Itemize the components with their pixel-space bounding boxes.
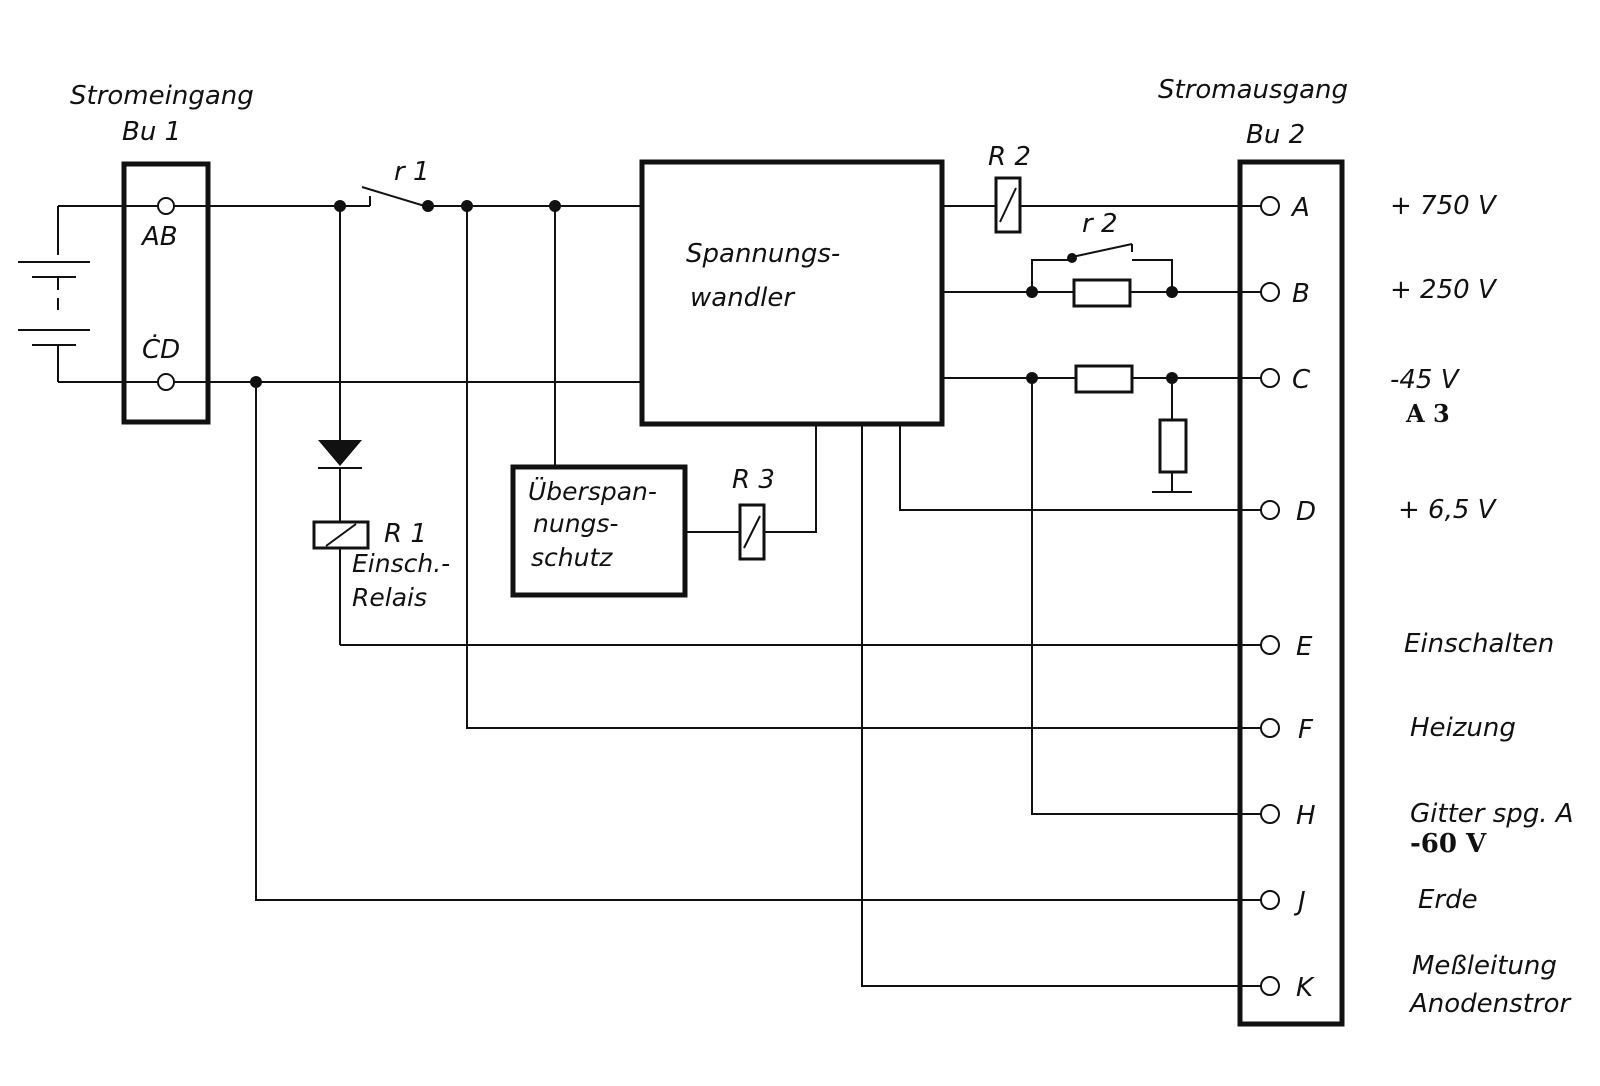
relay-r1-branch bbox=[312, 206, 1262, 646]
relay-r1-desc-1: Einsch.- bbox=[352, 549, 450, 578]
top-rail bbox=[174, 186, 640, 208]
pin-letter-e: E bbox=[1296, 632, 1313, 662]
output-connector-label: Bu 2 bbox=[1246, 120, 1305, 150]
pin-letter-d: D bbox=[1296, 497, 1316, 527]
output-connector-bu2 bbox=[1237, 159, 1345, 1027]
input-terminal-ab bbox=[157, 197, 175, 215]
output-line-a bbox=[944, 176, 1262, 234]
input-title: Stromeingang bbox=[70, 81, 254, 111]
pin-desc-d: + 6,5 V bbox=[1398, 495, 1498, 525]
pin-extra-h: -60 V bbox=[1410, 829, 1487, 859]
pin-extra-c: A 3 bbox=[1405, 399, 1450, 428]
junction bbox=[1166, 372, 1178, 384]
pin-letter-j: J bbox=[1293, 887, 1306, 917]
relay-r1-label: R 1 bbox=[384, 519, 427, 549]
output-terminal-k bbox=[1260, 976, 1280, 996]
pin-desc-c: -45 V bbox=[1390, 365, 1461, 395]
voltage-converter-box bbox=[639, 159, 945, 427]
converter-label-2: wandler bbox=[690, 283, 796, 313]
pin-letter-a: A bbox=[1290, 193, 1310, 223]
heizung-wire bbox=[466, 206, 1262, 729]
input-connector-bu1 bbox=[121, 161, 211, 425]
relay-r2-label: R 2 bbox=[988, 142, 1031, 172]
relay-r1-desc-2: Relais bbox=[352, 583, 427, 612]
output-terminal-d bbox=[1260, 500, 1280, 520]
pin-desc-b: + 250 V bbox=[1390, 275, 1498, 305]
pin-desc-h: Gitter spg. A bbox=[1410, 799, 1574, 829]
junction bbox=[422, 200, 434, 212]
pin-desc-a: + 750 V bbox=[1390, 191, 1498, 221]
input-connector-label: Bu 1 bbox=[122, 117, 181, 147]
output-terminal-j bbox=[1260, 890, 1280, 910]
converter-label-1: Spannungs- bbox=[686, 239, 840, 269]
output-line-h bbox=[1031, 378, 1262, 815]
pin-desc-f: Heizung bbox=[1410, 713, 1516, 743]
junction bbox=[1166, 286, 1178, 298]
pin-extra-k: Anodenstror bbox=[1408, 989, 1572, 1019]
output-terminal-a bbox=[1260, 196, 1280, 216]
erde-wire bbox=[255, 382, 1262, 901]
output-terminal-h bbox=[1260, 804, 1280, 824]
battery-symbol bbox=[18, 205, 158, 383]
pin-letter-c: C bbox=[1292, 365, 1311, 395]
protect-label-1: Überspan- bbox=[528, 477, 657, 506]
output-terminal-b bbox=[1260, 282, 1280, 302]
pin-desc-e: Einschalten bbox=[1404, 629, 1554, 659]
pin-letter-f: F bbox=[1298, 715, 1314, 745]
output-title: Stromausgang bbox=[1158, 75, 1348, 105]
switch-r1-label: r 1 bbox=[394, 157, 430, 187]
pin-letter-b: B bbox=[1292, 279, 1310, 309]
output-terminal-c bbox=[1260, 368, 1280, 388]
switch-r2-label: r 2 bbox=[1082, 209, 1118, 239]
protect-label-3: schutz bbox=[531, 543, 613, 572]
output-line-b bbox=[944, 243, 1262, 308]
relay-r3-label: R 3 bbox=[732, 465, 775, 495]
input-terminal-cd bbox=[157, 373, 175, 391]
output-terminal-f bbox=[1260, 718, 1280, 738]
input-pin-cd-label: ĊD bbox=[142, 333, 180, 365]
pin-desc-k: Meßleitung bbox=[1412, 951, 1557, 981]
protect-label-2: nungs- bbox=[533, 509, 618, 538]
input-pin-ab-label: AB bbox=[140, 222, 178, 252]
output-line-k bbox=[861, 424, 1262, 987]
pin-desc-j: Erde bbox=[1418, 885, 1478, 915]
switch-pivot bbox=[1067, 253, 1077, 263]
relay-r3 bbox=[685, 424, 817, 561]
diode-icon bbox=[318, 440, 362, 466]
pin-letter-k: K bbox=[1296, 973, 1315, 1003]
output-line-d bbox=[899, 424, 1262, 511]
junction bbox=[1026, 286, 1038, 298]
pin-letter-h: H bbox=[1296, 801, 1316, 831]
output-terminal-e bbox=[1260, 635, 1280, 655]
output-line-c bbox=[944, 364, 1262, 493]
